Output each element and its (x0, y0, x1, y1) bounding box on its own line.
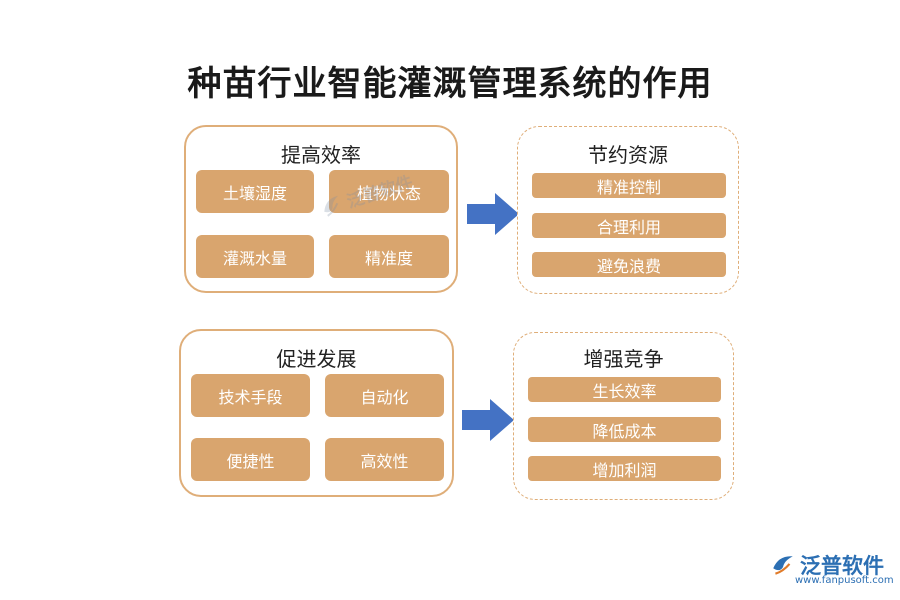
efficiency-item: 土壤湿度 (196, 170, 314, 213)
brand-logo: 泛普软件 (770, 550, 884, 580)
development-item: 高效性 (325, 438, 444, 481)
competition-title: 增强竞争 (583, 347, 664, 371)
page-title: 种苗行业智能灌溉管理系统的作用 (187, 64, 713, 104)
arrow-right-icon (467, 193, 519, 235)
development-panel: 促进发展 技术手段 自动化 便捷性 高效性 (179, 329, 454, 497)
development-item: 技术手段 (191, 374, 310, 417)
competition-item: 生长效率 (528, 377, 721, 402)
saving-item: 精准控制 (532, 173, 726, 198)
brand-url: www.fanpusoft.com (795, 575, 894, 586)
efficiency-title: 提高效率 (281, 143, 361, 167)
competition-item: 降低成本 (528, 417, 721, 442)
watermark: 泛普软件 (316, 168, 416, 221)
competition-panel: 增强竞争 生长效率 降低成本 增加利润 (513, 332, 734, 500)
development-title: 促进发展 (276, 347, 357, 371)
saving-title: 节约资源 (588, 143, 668, 167)
development-item: 便捷性 (191, 438, 310, 481)
fanpu-logo-icon (773, 556, 793, 575)
competition-item: 增加利润 (528, 456, 721, 481)
efficiency-panel: 提高效率 土壤湿度 植物状态 灌溉水量 精准度 (184, 125, 458, 293)
efficiency-item: 植物状态 (329, 170, 449, 213)
efficiency-item: 灌溉水量 (196, 235, 314, 278)
efficiency-item: 精准度 (329, 235, 449, 278)
saving-item: 合理利用 (532, 213, 726, 238)
saving-item: 避免浪费 (532, 252, 726, 277)
development-item: 自动化 (325, 374, 444, 417)
saving-panel: 节约资源 精准控制 合理利用 避免浪费 (517, 126, 739, 294)
arrow-right-icon (462, 399, 514, 441)
brand-name: 泛普软件 (800, 554, 884, 578)
fanpu-logo-icon (324, 195, 339, 217)
